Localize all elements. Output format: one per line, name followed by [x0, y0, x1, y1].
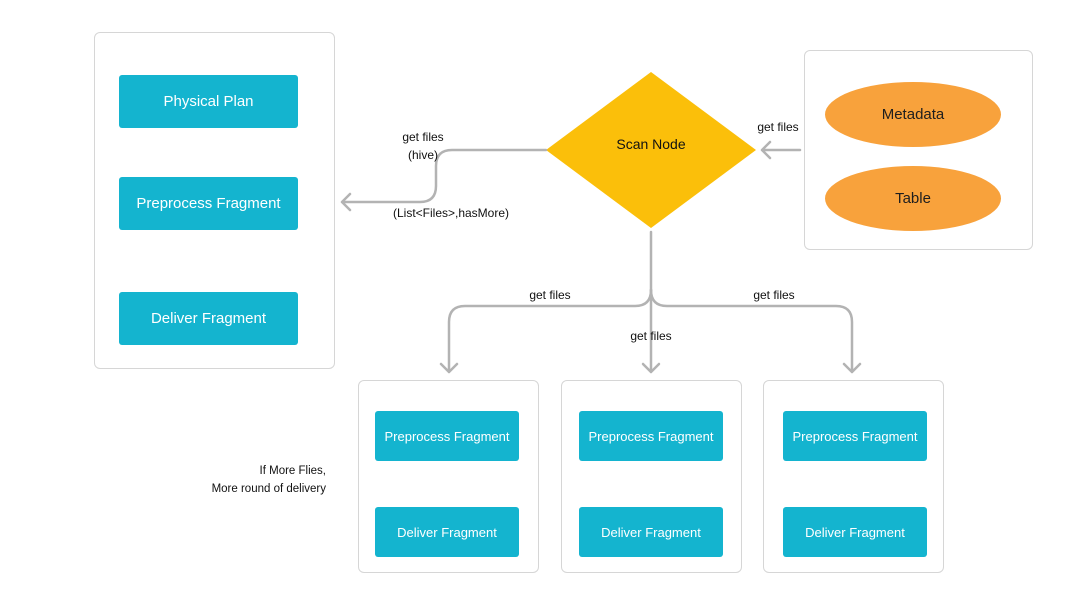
- note-line-2: More round of delivery: [211, 483, 326, 495]
- fragment-1-preprocess-box[interactable]: Preprocess Fragment: [375, 411, 519, 461]
- metadata-ellipse[interactable]: Metadata: [825, 82, 1001, 147]
- arrow-branch-middle: [641, 288, 661, 374]
- fragment-2-deliver-box[interactable]: Deliver Fragment: [579, 507, 723, 557]
- fragment-1-deliver-box[interactable]: Deliver Fragment: [375, 507, 519, 557]
- scan-node-diamond[interactable]: [546, 72, 756, 228]
- arrow-sources-to-scan: [760, 140, 802, 160]
- fragment-2-deliver-label: Deliver Fragment: [601, 524, 701, 540]
- physical-plan-box[interactable]: Physical Plan: [119, 75, 298, 128]
- more-rounds-note: If More Flies, More round of delivery: [170, 462, 326, 498]
- fragment-1-deliver-label: Deliver Fragment: [397, 524, 497, 540]
- edge-label-hive: (hive): [407, 148, 439, 162]
- fragment-1-preprocess-label: Preprocess Fragment: [384, 428, 510, 444]
- arrow-branch-right: [649, 288, 862, 374]
- metadata-label: Metadata: [881, 106, 945, 123]
- fragment-3-deliver-box[interactable]: Deliver Fragment: [783, 507, 927, 557]
- edge-label-return-value: (List<Files>,hasMore): [392, 206, 510, 220]
- edge-label-get-files-hive: get files: [402, 130, 444, 144]
- fragment-2-preprocess-box[interactable]: Preprocess Fragment: [579, 411, 723, 461]
- arrow-scan-to-left-panel: [340, 148, 548, 212]
- deliver-fragment-label: Deliver Fragment: [150, 310, 267, 327]
- physical-plan-label: Physical Plan: [163, 93, 254, 110]
- edge-label-get-files-right: get files: [757, 120, 799, 134]
- scan-node-label: Scan Node: [616, 136, 686, 152]
- deliver-fragment-box[interactable]: Deliver Fragment: [119, 292, 298, 345]
- arrow-branch-left: [439, 288, 653, 374]
- table-ellipse[interactable]: Table: [825, 166, 1001, 231]
- preprocess-fragment-box[interactable]: Preprocess Fragment: [119, 177, 298, 230]
- fragment-3-deliver-label: Deliver Fragment: [805, 524, 905, 540]
- preprocess-fragment-label: Preprocess Fragment: [136, 195, 281, 212]
- edge-label-branch-left: get files: [529, 288, 571, 302]
- table-label: Table: [895, 190, 931, 207]
- edge-label-branch-right: get files: [753, 288, 795, 302]
- fragment-2-preprocess-label: Preprocess Fragment: [588, 428, 714, 444]
- fragment-3-preprocess-box[interactable]: Preprocess Fragment: [783, 411, 927, 461]
- fragment-3-preprocess-label: Preprocess Fragment: [792, 428, 918, 444]
- note-line-1: If More Flies,: [259, 465, 326, 477]
- edge-label-branch-middle: get files: [630, 329, 672, 343]
